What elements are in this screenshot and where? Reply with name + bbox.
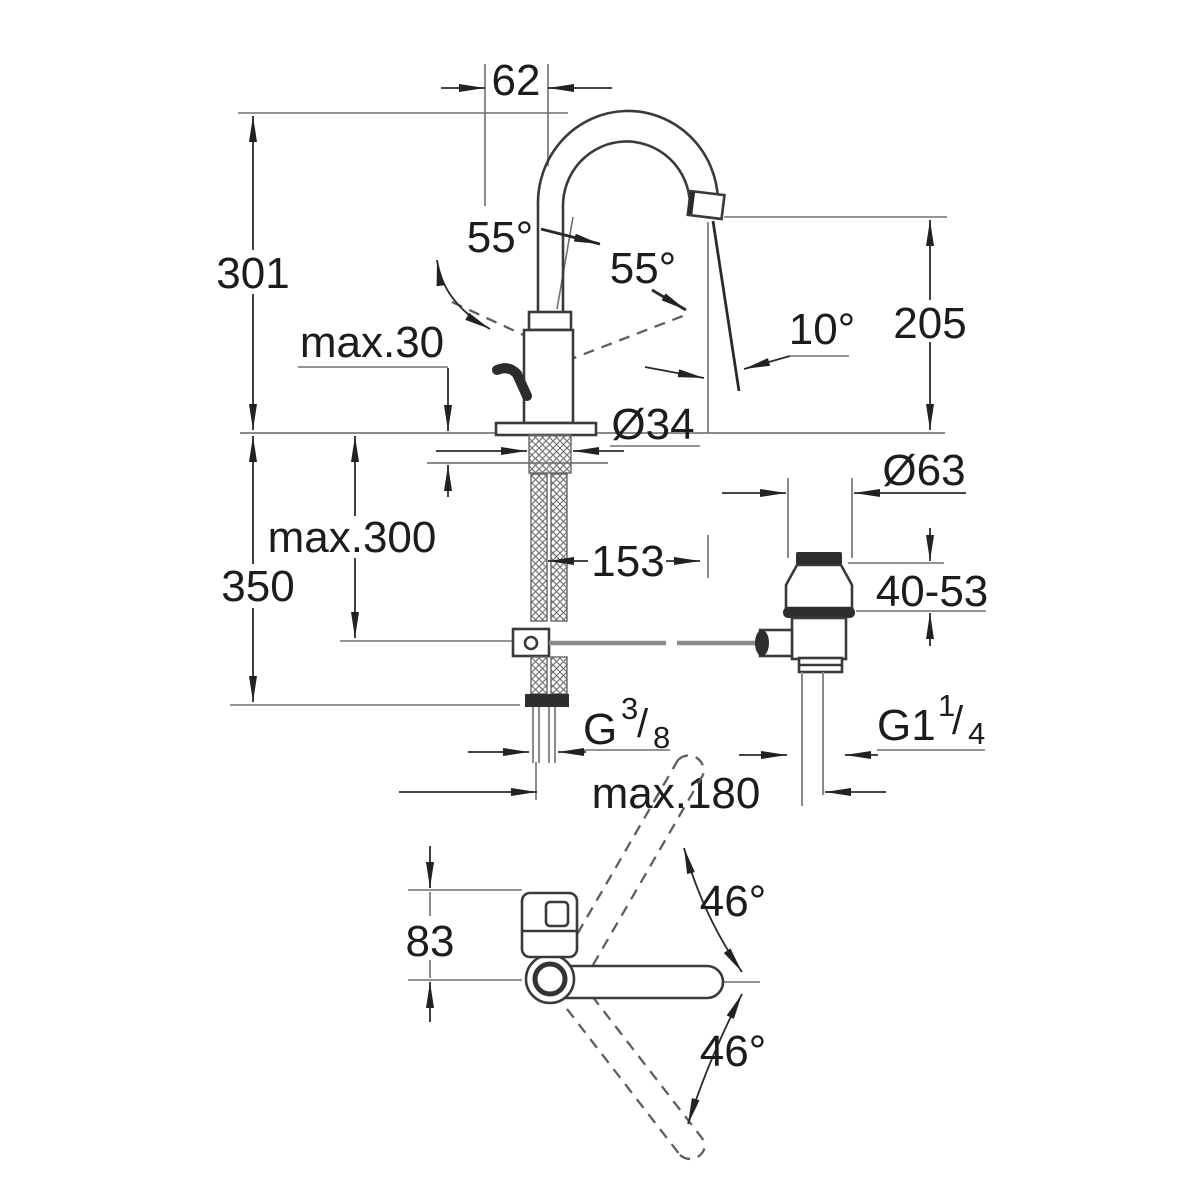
dimension-205: 205	[893, 220, 967, 430]
swivel-range-dashed-lines	[451, 300, 689, 363]
hose-drop-label: max.300	[268, 513, 437, 562]
outlet-axis-line	[711, 220, 741, 392]
supply-thread-sub: 8	[653, 720, 670, 755]
hose-fitting-right	[547, 694, 569, 707]
dimension-62: 62	[441, 56, 612, 105]
dimension-153: 153	[548, 537, 700, 586]
dimension-max300: max.300	[262, 436, 442, 638]
front-view: 62 301 55° 55° 10° 205 max.3	[216, 56, 988, 818]
reference-lines	[230, 64, 986, 800]
waste-plug-cap	[796, 552, 842, 565]
dimension-dia34: Ø34	[436, 400, 700, 455]
supply-hose-right	[550, 473, 568, 622]
base-plate	[494, 421, 598, 437]
hole-diameter-label: Ø34	[611, 400, 694, 449]
faucet-outline	[492, 109, 726, 763]
supply-thread-sup: 3	[621, 691, 638, 726]
supply-thread-slash: /	[637, 702, 649, 746]
spout-inner-curve	[561, 140, 692, 209]
lever-dashed-up	[567, 754, 705, 966]
height-label: 301	[216, 249, 289, 298]
dimension-55-left: 55°	[436, 213, 601, 330]
rod-joint-pivot	[523, 635, 539, 651]
dimension-55-right: 55°	[610, 244, 687, 312]
dimension-350: 350	[221, 436, 295, 702]
waste-body	[790, 616, 848, 661]
rod-length-label: 153	[591, 537, 664, 586]
spout-collar	[527, 310, 573, 332]
supply-thread-base: G	[583, 705, 617, 754]
dimension-46-up: 46°	[683, 847, 767, 973]
waste-thread-sub: 4	[968, 716, 985, 751]
waste-assembly	[755, 552, 855, 806]
waste-thread-label: G1 1 / 4	[877, 688, 985, 751]
hose-fitting-left	[525, 694, 547, 707]
waste-thread-slash: /	[952, 699, 964, 743]
waste-seal-ring	[783, 607, 855, 618]
cartridge-window	[544, 900, 570, 928]
outlet-angle-label: 10°	[789, 305, 856, 354]
dimension-301: 301	[216, 116, 290, 430]
threaded-shank	[528, 434, 572, 474]
lever-up-label: 46°	[700, 877, 767, 926]
lever-dashed-down	[566, 995, 707, 1161]
dimension-g114: G1 1 / 4	[739, 688, 985, 759]
lever-handle	[492, 363, 532, 401]
swivel-right-label: 55°	[610, 244, 677, 293]
supply-hose-left	[530, 473, 548, 622]
supply-thread-label: G 3 / 8	[583, 691, 670, 755]
spout-outer-curve	[536, 109, 720, 207]
dimension-max180: max.180	[399, 769, 886, 818]
deck-thickness-label: max.30	[300, 318, 444, 367]
outlet-height-label: 205	[893, 299, 966, 348]
lever-arm	[548, 964, 725, 1000]
dimension-40-53: 40-53	[876, 528, 989, 646]
dimension-max30: max.30	[300, 318, 452, 497]
top-view-body	[520, 891, 725, 1005]
waste-flange	[784, 563, 854, 610]
waste-thread-sup: 1	[938, 688, 955, 723]
dimension-g38: G 3 / 8	[468, 691, 670, 756]
waste-thread-base: G1	[877, 701, 936, 750]
dimension-46-down: 46°	[687, 993, 767, 1125]
rod-reach-label: max.180	[592, 769, 761, 818]
mixer-body	[522, 328, 575, 425]
waste-diameter-label: Ø63	[882, 446, 965, 495]
dimension-dia63: Ø63	[722, 446, 966, 497]
spout-outlet-tip	[686, 189, 726, 221]
dimension-10deg: 10°	[644, 305, 856, 379]
body-depth-label: 83	[406, 917, 455, 966]
top-view: 83 46° 46°	[400, 754, 767, 1161]
dimension-83: 83	[400, 846, 460, 1022]
lever-down-label: 46°	[700, 1027, 767, 1076]
clamp-range-label: 40-53	[876, 567, 989, 616]
below-deck-label: 350	[221, 562, 294, 611]
lever-hub-inner	[532, 961, 568, 997]
swivel-left-label: 55°	[467, 213, 534, 262]
spout-offset-label: 62	[492, 56, 541, 105]
